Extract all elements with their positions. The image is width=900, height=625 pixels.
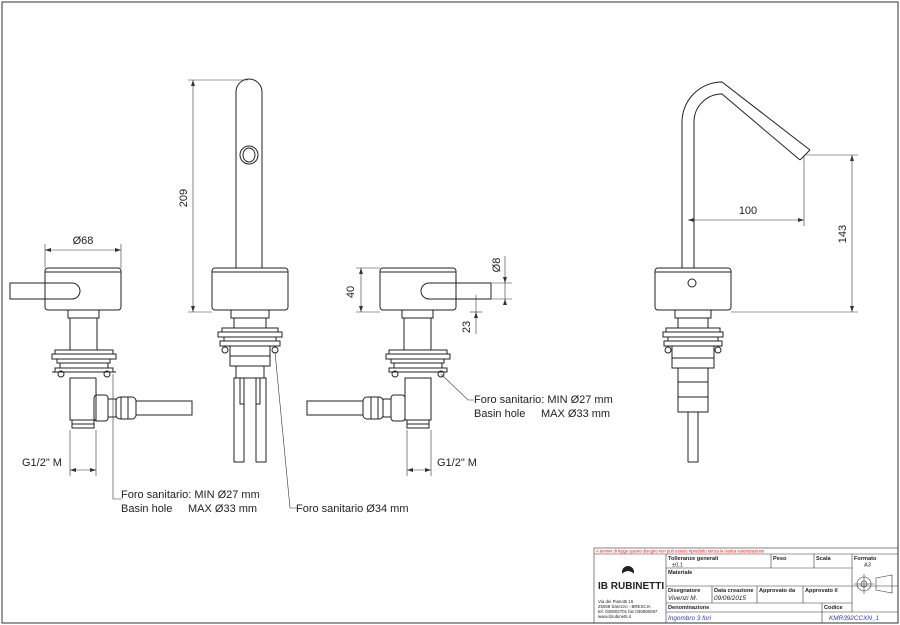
weight-label: Peso — [773, 556, 787, 562]
material-label: Materiale — [668, 570, 692, 576]
address-line-3: tel. 030802701 fax 030806097 — [598, 609, 658, 614]
note-left-hole-line1: Foro sanitario: MIN Ø27 mm — [121, 489, 260, 501]
dim-spout-reach: 100 — [739, 205, 757, 217]
drafter-label: Disegnatore — [668, 588, 700, 594]
address-line-2: 25068 Sarezzo - BRESCIA — [598, 604, 651, 609]
tolerance-label: Tolleranze generali — [668, 556, 719, 562]
title-block-warning: A termini di legge questo disegno non pu… — [596, 549, 765, 554]
format-label: Formato — [854, 556, 877, 562]
left-handle-view — [9, 267, 193, 429]
dim-lever-diameter: Ø8 — [491, 258, 503, 273]
note-center-hole: Foro sanitario Ø34 mm — [296, 503, 408, 515]
name-label: Denominazione — [668, 605, 709, 611]
center-spout-view — [211, 78, 289, 463]
address-line-1: Via dei Pianotti 15 — [598, 599, 634, 604]
approved-on-label: Approvato il — [805, 588, 838, 594]
dim-spout-height: 209 — [178, 189, 190, 207]
side-view — [654, 81, 811, 463]
drafter-value: Vivenzi M. — [668, 595, 697, 602]
dim-thread-left: G1/2" M — [22, 457, 62, 469]
note-right-hole-basin: Basin hole — [474, 408, 525, 420]
dim-hot-handle-height: 40 — [345, 286, 357, 298]
dim-spout-outlet-height: 143 — [837, 225, 849, 243]
brand-name: IB RUBINETTI — [598, 581, 664, 592]
tolerance-value: ±0,1 — [672, 563, 683, 569]
projection-symbol-icon — [854, 574, 893, 594]
note-right-hole-max: MAX Ø33 mm — [541, 408, 610, 420]
note-left-hole-max: MAX Ø33 mm — [188, 503, 257, 515]
code-value: KMR392CCXN_1 — [829, 615, 880, 622]
brand-logo: IB RUBINETTI Via dei Pianotti 15 25068 S… — [598, 566, 664, 619]
dim-lever-offset: 23 — [461, 321, 473, 333]
format-value: A3 — [864, 563, 871, 569]
name-value: Ingombro 3 fori — [668, 615, 712, 622]
note-left-hole-basin: Basin hole — [121, 503, 172, 515]
note-right-hole-line1: Foro sanitario: MIN Ø27 mm — [474, 394, 613, 406]
scale-label: Scala — [816, 556, 832, 562]
dimension-arrows — [45, 80, 854, 472]
created-label: Data creazione — [714, 588, 753, 594]
approved-by-label: Approvato da — [759, 588, 796, 594]
created-value: 09/06/2015 — [714, 595, 746, 602]
dim-thread-right: G1/2" M — [437, 457, 477, 469]
dim-cold-handle-diameter: Ø68 — [73, 235, 94, 247]
address-line-4: www.ibrubinetti.it — [598, 614, 632, 619]
title-block — [593, 547, 899, 624]
code-label: Codice — [824, 605, 843, 611]
right-handle-view — [306, 267, 492, 429]
dimension-lines — [44, 79, 858, 509]
